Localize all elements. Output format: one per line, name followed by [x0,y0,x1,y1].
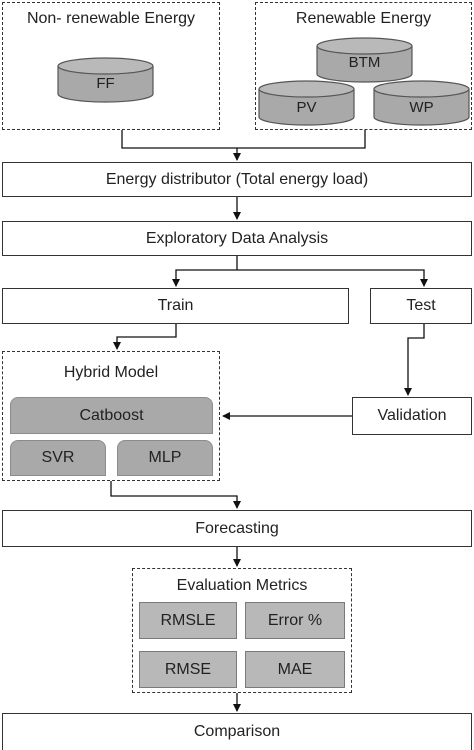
arrow-train-to-hybrid [113,324,177,350]
rmse-block: RMSE [139,651,237,688]
pv-cylinder: PV [258,80,355,126]
wp-label: WP [409,99,434,116]
arrow-test-to-validation [404,324,425,396]
hybrid-model-title: Hybrid Model [63,364,159,381]
catboost-block: Catboost [10,397,213,434]
arrow-hybrid-to-forecasting [110,481,241,509]
evaluation-metrics-title: Evaluation Metrics [176,577,308,594]
forecasting-box: Forecasting [2,510,472,547]
cylinder-icon [373,80,470,126]
cylinder-icon [57,57,154,103]
ff-cylinder: FF [57,57,154,103]
renewable-title: Renewable Energy [295,10,432,27]
comparison-box: Comparison [2,713,472,750]
pv-label: PV [296,99,317,116]
cylinder-icon [258,80,355,126]
svr-block: SVR [10,440,106,476]
error-percent-block: Error % [245,602,345,639]
energy-distributor-box: Energy distributor (Total energy load) [2,162,472,197]
cylinder-icon [316,37,413,83]
mae-block: MAE [245,651,345,688]
arrow-to-test [237,269,428,287]
eda-box: Exploratory Data Analysis [2,221,472,256]
connector-sources [121,130,366,149]
train-box: Train [2,288,349,324]
btm-label: BTM [348,54,381,71]
mlp-block: MLP [117,440,213,476]
test-box: Test [370,288,472,324]
validation-box: Validation [352,397,472,435]
ff-label: FF [96,75,115,92]
wp-cylinder: WP [373,80,470,126]
rmsle-block: RMSLE [139,602,237,639]
non-renewable-title: Non- renewable Energy [26,10,196,27]
non-renewable-group: Non- renewable Energy [2,2,220,130]
arrow-to-train [172,269,237,287]
btm-cylinder: BTM [316,37,413,83]
